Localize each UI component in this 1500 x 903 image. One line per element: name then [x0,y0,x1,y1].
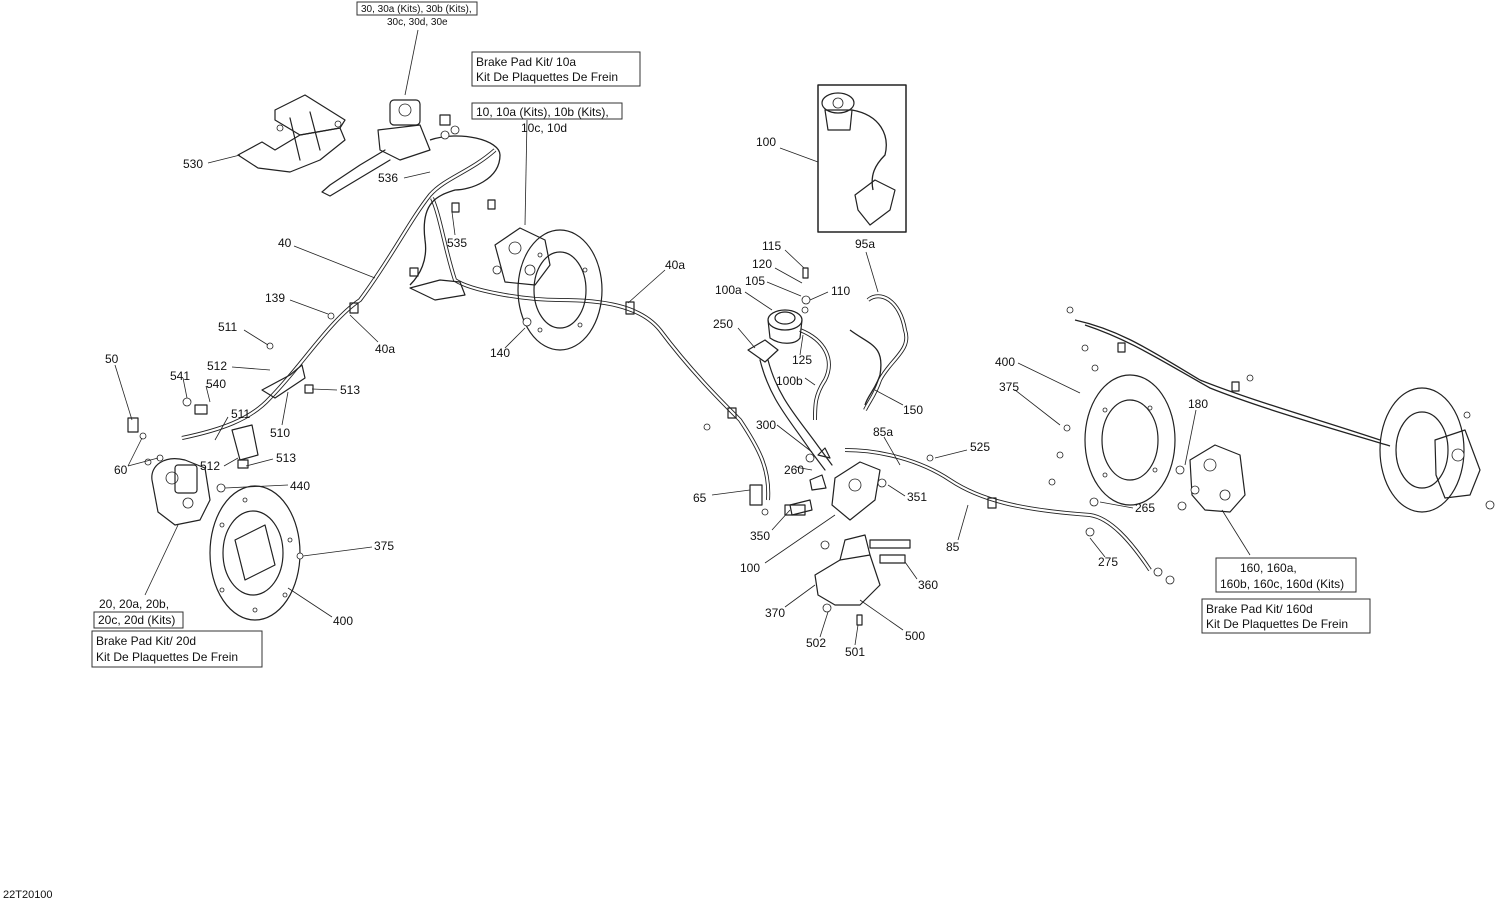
svg-text:10, 10a (Kits), 10b (Kits),: 10, 10a (Kits), 10b (Kits), [476,105,609,119]
callout-85a: 85a [873,425,893,439]
callout-260: 260 [784,463,804,477]
callout-labels: 530 536 535 40 40a 139 140 511 512 540 5… [105,135,1208,659]
callout-100b: 100b [776,374,803,388]
callout-501: 501 [845,645,865,659]
brake-lines [181,135,1391,572]
callout-351: 351 [907,490,927,504]
callout-540: 540 [206,377,226,391]
front-left-caliper-20 [151,458,226,526]
callout-140: 140 [490,346,510,360]
front-right-caliper-10 [492,227,551,286]
callout-512-bottom: 512 [200,459,220,473]
svg-text:20c, 20d (Kits): 20c, 20d (Kits) [98,613,175,627]
rear-master-cylinder-100-inset [817,84,907,233]
callout-502: 502 [806,636,826,650]
callout-440: 440 [290,479,310,493]
callout-541: 541 [170,369,190,383]
box-brake-pad-kit-20d: Brake Pad Kit/ 20d Kit De Plaquettes De … [91,630,263,668]
callout-65: 65 [693,491,707,505]
callout-139: 139 [265,291,285,305]
box-caliper-160-kits: 160, 160a, 160b, 160c, 160d (Kits) [1215,557,1357,593]
svg-text:160, 160a,: 160, 160a, [1240,561,1297,575]
callout-360: 360 [918,578,938,592]
callout-375-left: 375 [374,539,394,553]
callout-100a: 100a [715,283,742,297]
svg-text:Brake Pad Kit/ 160d: Brake Pad Kit/ 160d [1206,602,1313,616]
fittings-65-350 [749,447,831,516]
banjo-bolt-50 [127,417,164,466]
callout-370: 370 [765,606,785,620]
box-brake-pad-kit-160d: Brake Pad Kit/ 160d Kit De Plaquettes De… [1201,598,1371,634]
callout-265: 265 [1135,501,1155,515]
callout-110: 110 [831,284,850,298]
callout-530: 530 [183,157,203,171]
callout-350: 350 [750,529,770,543]
callout-510: 510 [270,426,290,440]
svg-text:30c, 30d, 30e: 30c, 30d, 30e [387,17,448,28]
callout-500: 500 [905,629,925,643]
master-cylinder-30 [321,99,460,197]
callout-535: 535 [447,236,467,250]
callout-275: 275 [1098,555,1118,569]
front-right-brake-disc [517,229,603,351]
callout-400-right: 400 [995,355,1015,369]
callout-180: 180 [1188,397,1208,411]
svg-text:10c, 10d: 10c, 10d [521,121,567,135]
callout-40a-right: 40a [665,258,685,272]
mounting-bracket-500 [814,534,911,626]
svg-text:Brake Pad Kit/ 20d: Brake Pad Kit/ 20d [96,634,196,648]
rear-left-brake-disc-400 [1084,374,1176,506]
box-caliper-20-kits: 20, 20a, 20b, 20c, 20d (Kits) [93,597,184,629]
callout-120: 120 [752,257,772,271]
svg-text:Kit De Plaquettes De Frein: Kit De Plaquettes De Frein [476,70,618,84]
callout-536: 536 [378,171,398,185]
callout-105: 105 [745,274,765,288]
callout-40: 40 [278,236,292,250]
callout-125: 125 [792,353,812,367]
kit-label-boxes: 30, 30a (Kits), 30b (Kits), 30c, 30d, 30… [91,1,1371,668]
box-caliper-10-kits: 10, 10a (Kits), 10b (Kits), 10c, 10d [471,102,623,135]
callout-250: 250 [713,317,733,331]
svg-text:Kit De Plaquettes De Frein: Kit De Plaquettes De Frein [96,650,238,664]
callout-513-bottom: 513 [276,451,296,465]
callout-300: 300 [756,418,776,432]
leader-lines [114,29,1251,646]
callout-513-top: 513 [340,383,360,397]
box-brake-pad-kit-10a: Brake Pad Kit/ 10a Kit De Plaquettes De … [471,51,641,87]
callout-100-top: 100 [756,135,776,149]
callout-60: 60 [114,463,128,477]
callout-375-right: 375 [999,380,1019,394]
svg-text:Brake Pad Kit/ 10a: Brake Pad Kit/ 10a [476,55,576,69]
small-hardware [266,199,1254,585]
callout-100-bottom: 100 [740,561,760,575]
callout-50: 50 [105,352,119,366]
callout-512-top: 512 [207,359,227,373]
svg-text:Kit De Plaquettes De Frein: Kit De Plaquettes De Frein [1206,617,1348,631]
rear-caliper-160 [1175,444,1246,513]
figure-id: 22T20100 [3,889,53,901]
svg-text:20, 20a, 20b,: 20, 20a, 20b, [99,597,169,611]
rear-right-brake-disc [1379,387,1495,513]
brake-pedal-250 [747,339,833,471]
box-master-cylinder-kits: 30, 30a (Kits), 30b (Kits), 30c, 30d, 30… [356,1,478,28]
rear-master-cylinder-bracket [789,461,881,521]
callout-400-left: 400 [333,614,353,628]
svg-text:30, 30a (Kits), 30b (Kits),: 30, 30a (Kits), 30b (Kits), [361,4,472,15]
callout-525: 525 [970,440,990,454]
callout-115: 115 [762,239,781,253]
svg-text:160b, 160c, 160d (Kits): 160b, 160c, 160d (Kits) [1220,577,1344,591]
bracket-530 [237,94,346,173]
callout-95a: 95a [855,237,875,251]
callout-511-top: 511 [218,320,237,334]
callout-85: 85 [946,540,960,554]
callout-40a-left: 40a [375,342,395,356]
front-left-brake-disc-400 [209,485,304,621]
callout-511-bottom: 511 [231,407,250,421]
callout-150: 150 [903,403,923,417]
